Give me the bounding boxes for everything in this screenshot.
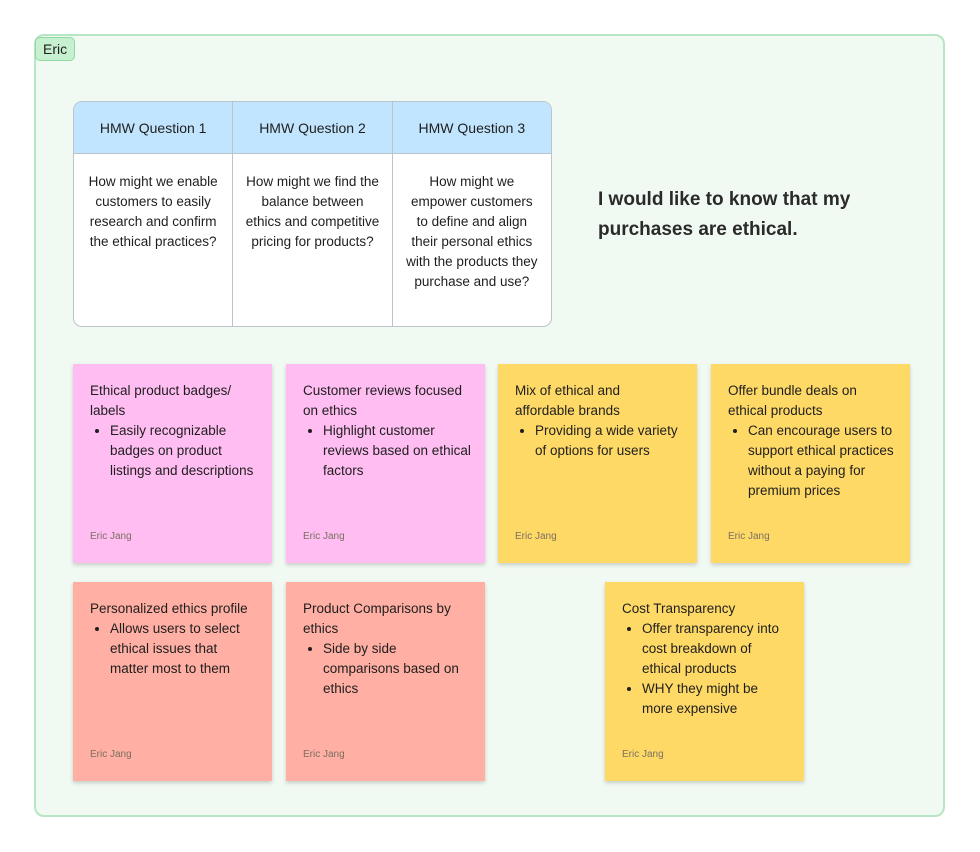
sticky-bullet: Providing a wide variety of options for … [535,421,683,461]
hmw-table[interactable]: HMW Question 1 How might we enable custo… [73,101,552,327]
sticky-title: Personalized ethics profile [90,601,248,616]
sticky-author: Eric Jang [90,749,132,760]
sticky-note[interactable]: Customer reviews focused on ethics Highl… [286,364,485,563]
hmw-column: HMW Question 1 How might we enable custo… [74,102,234,326]
sticky-author: Eric Jang [303,749,345,760]
sticky-note[interactable]: Offer bundle deals on ethical products C… [711,364,910,563]
hmw-cell[interactable]: How might we empower customers to define… [406,174,538,289]
hmw-header[interactable]: HMW Question 1 [74,102,233,154]
sticky-title: Mix of ethical and affordable brands [515,383,621,418]
sticky-bullet: Side by side comparisons based on ethics [323,639,471,699]
hmw-cell[interactable]: How might we find the balance between et… [245,174,380,249]
sticky-bullet: Highlight customer reviews based on ethi… [323,421,471,481]
sticky-author: Eric Jang [515,531,557,542]
section-label[interactable]: Eric [35,37,76,61]
hmw-column: HMW Question 2 How might we find the bal… [233,102,393,326]
sticky-note[interactable]: Mix of ethical and affordable brands Pro… [498,364,697,563]
sticky-note[interactable]: Cost Transparency Offer transparency int… [605,582,804,781]
hmw-cell[interactable]: How might we enable customers to easily … [88,174,218,249]
sticky-bullets: Offer transparency into cost breakdown o… [622,619,790,719]
sticky-bullets: Easily recognizable badges on product li… [90,421,258,481]
hmw-header[interactable]: HMW Question 3 [392,102,551,154]
quote-text[interactable]: I would like to know that my purchases a… [598,189,851,240]
hmw-header[interactable]: HMW Question 2 [233,102,392,154]
sticky-note[interactable]: Product Comparisons by ethics Side by si… [286,582,485,781]
sticky-note[interactable]: Personalized ethics profile Allows users… [73,582,272,781]
sticky-bullets: Can encourage users to support ethical p… [728,421,896,501]
sticky-author: Eric Jang [303,531,345,542]
sticky-title: Customer reviews focused on ethics [303,383,463,418]
sticky-bullet: Offer transparency into cost breakdown o… [642,619,790,679]
sticky-bullet: WHY they might be more expensive [642,679,790,719]
sticky-author: Eric Jang [728,531,770,542]
sticky-title: Offer bundle deals on ethical products [728,383,857,418]
sticky-title: Product Comparisons by ethics [303,601,451,636]
sticky-note[interactable]: Ethical product badges/ labels Easily re… [73,364,272,563]
sticky-bullets: Highlight customer reviews based on ethi… [303,421,471,481]
sticky-bullets: Allows users to select ethical issues th… [90,619,258,679]
hmw-column: HMW Question 3 How might we empower cust… [392,102,551,326]
sticky-bullet: Easily recognizable badges on product li… [110,421,258,481]
sticky-author: Eric Jang [622,749,664,760]
sticky-bullet: Allows users to select ethical issues th… [110,619,258,679]
sticky-title: Cost Transparency [622,601,736,616]
sticky-bullets: Providing a wide variety of options for … [515,421,683,461]
sticky-author: Eric Jang [90,531,132,542]
sticky-bullets: Side by side comparisons based on ethics [303,639,471,699]
sticky-title: Ethical product badges/ labels [90,383,232,418]
sticky-bullet: Can encourage users to support ethical p… [748,421,896,501]
